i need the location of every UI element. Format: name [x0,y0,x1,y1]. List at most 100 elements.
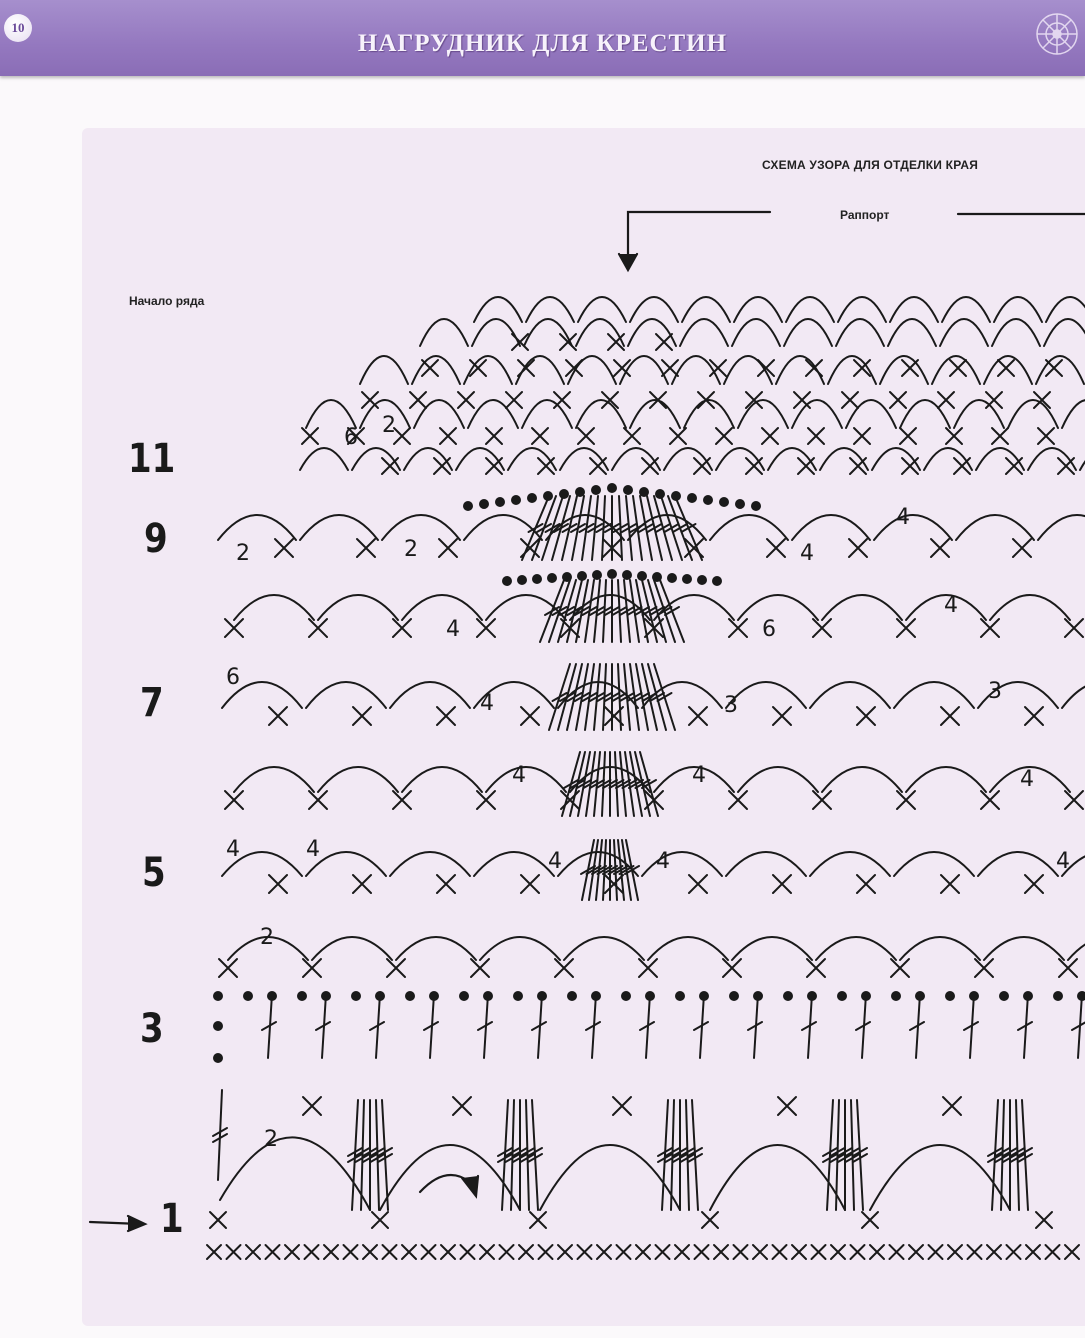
loop-count-label: 4 [896,505,910,530]
stem-bar-symbol [587,523,603,533]
single-crochet-symbol [715,427,733,445]
single-crochet-symbol [352,874,372,894]
chain-arch-symbol [809,851,891,877]
chain-arch-symbol [671,355,721,385]
stem-bar-symbol [621,523,637,533]
single-crochet-symbol [980,790,1000,810]
stem-bar-symbol [212,1133,228,1143]
single-crochet-symbol [684,538,704,558]
chain-arch-symbol [389,851,471,877]
single-crochet-symbol [940,874,960,894]
chain-arch-symbol [737,399,789,429]
chain-arch-symbol [311,936,393,961]
single-crochet-symbol [812,790,832,810]
chain-arch-symbol [977,681,1059,709]
chain-arch-symbol [871,447,921,471]
single-crochet-symbol [927,1244,944,1260]
chain-arch-symbol [905,594,987,621]
single-crochet-symbol [479,1244,495,1260]
double-crochet-symbol [909,993,925,1059]
stem-bar-symbol [512,1153,528,1163]
single-crochet-symbol [856,874,876,894]
single-crochet-symbol [531,427,549,445]
chain-arch-symbol [923,447,973,471]
chain-arch-symbol [619,355,669,385]
single-crochet-symbol [1064,790,1084,810]
single-crochet-symbol [793,391,811,409]
stem-bar-symbol [566,692,583,702]
treble-stem-symbol [685,1099,690,1211]
stem-bar-symbol [1002,1153,1018,1163]
chain-arch-symbol [931,355,981,385]
single-crochet-symbol [853,427,871,445]
chain-arch-symbol [725,681,807,709]
single-crochet-symbol [869,1244,885,1260]
slip-stitch-symbol [969,991,979,1001]
stem-bar-symbol [1017,1153,1033,1163]
single-crochet-symbol [889,391,907,409]
chain-arch-symbol [737,594,819,621]
chain-arch-symbol [395,936,477,961]
stem-bar-symbol [347,1147,363,1157]
stem-bar-symbol [663,523,680,533]
stem-bar-symbol [641,606,658,616]
single-crochet-symbol [693,457,711,475]
stem-bar-symbol [369,1153,386,1163]
double-crochet-symbol [693,993,709,1059]
chain-arch-symbol [989,594,1071,621]
stem-bar-symbol [1009,1153,1026,1163]
single-crochet-symbol [576,1244,593,1260]
single-crochet-symbol [757,359,775,377]
double-crochet-symbol [639,993,655,1059]
chain-arch-symbol [221,681,303,709]
chain-arch-symbol [351,447,401,471]
single-crochet-symbol [520,538,540,558]
stem-bar-symbol [649,692,665,702]
single-crochet-symbol [772,874,792,894]
slip-stitch-symbol [837,991,847,1001]
page-title: НАГРУДНИК ДЛЯ КРЕСТИН [357,30,728,57]
single-crochet-symbol [457,391,475,409]
chain-arch-symbol [681,296,731,323]
chain-arch-symbol [473,851,555,877]
single-crochet-symbol [991,427,1009,445]
slip-stitch-symbol [591,991,601,1001]
slip-stitch-symbol [682,574,692,584]
stem-bar-symbol [604,523,620,533]
single-crochet-symbol [245,1244,261,1260]
stem-bar-symbol [837,1147,853,1157]
chain-arch-symbol [1061,685,1085,709]
single-crochet-symbol [688,706,708,726]
chain-arch-symbol [887,318,937,347]
single-crochet-symbol [554,958,574,978]
slip-stitch-symbol [213,991,223,1001]
chain-arch-symbol [1045,296,1085,323]
single-crochet-symbol [505,391,523,409]
chain-arch-symbol [889,296,939,323]
lace-ornament-icon [1036,13,1078,55]
stem-bar-symbol [619,606,635,616]
stem-bar-symbol [994,1147,1011,1157]
single-crochet-symbol [752,1244,768,1260]
chain-arch-symbol [575,399,627,429]
stem-bar-symbol [649,606,665,616]
single-crochet-symbol [302,958,322,978]
single-crochet-symbol [856,706,876,726]
single-crochet-symbol [498,1244,515,1260]
stem-bar-symbol [852,1147,868,1157]
single-crochet-symbol [520,706,540,726]
loop-count-label: 2 [382,413,396,438]
stem-bar-symbol [656,692,673,702]
chain-arch-symbol [467,399,519,429]
chain-arch-symbol [559,447,609,471]
stem-bar-symbol [527,1147,543,1157]
loop-count-label: 3 [988,679,1002,704]
slip-stitch-symbol [697,575,707,585]
treble-stem-symbol [856,1099,864,1211]
single-crochet-symbol [476,618,496,638]
loop-count-label: 4 [226,837,240,862]
chain-arch-symbol [403,447,453,471]
slip-stitch-symbol [621,991,631,1001]
slip-stitch-symbol [213,1021,223,1031]
stem-bar-symbol [852,1153,868,1163]
